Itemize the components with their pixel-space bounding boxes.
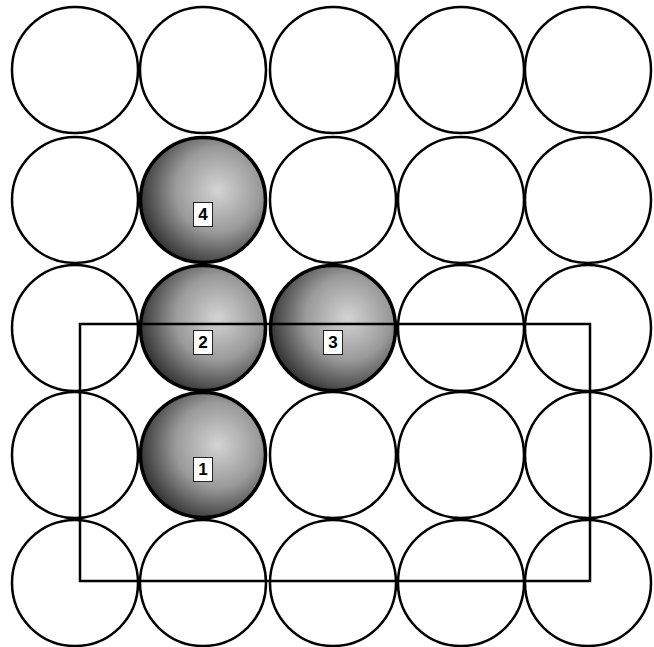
- atom-shape: [140, 265, 266, 391]
- atom-circle: [140, 392, 266, 518]
- atom-circle: [525, 7, 651, 133]
- atom-circle: [140, 137, 266, 263]
- atom-number: 1: [193, 457, 212, 482]
- atom-shape: [140, 137, 266, 263]
- atom-shape: [140, 392, 266, 518]
- shaded-atom: 2: [140, 265, 266, 391]
- atom-circle: [525, 265, 651, 391]
- atom-circle: [525, 392, 651, 518]
- atom-circle: [270, 392, 396, 518]
- atom-number: 3: [323, 330, 342, 355]
- atom-circle: [398, 7, 524, 133]
- atom-circle: [270, 7, 396, 133]
- atom-number: 2: [193, 330, 212, 355]
- shaded-circle: [141, 266, 265, 390]
- atom-circle: [525, 520, 651, 646]
- shaded-atom: 1: [140, 392, 266, 518]
- shaded-circle: [141, 138, 265, 262]
- atom-circle: [270, 520, 396, 646]
- atom-circle: [398, 520, 524, 646]
- shaded-circle: [271, 266, 395, 390]
- atom-circle: [398, 265, 524, 391]
- atom-circle: [140, 7, 266, 133]
- atom-circle: [12, 137, 138, 263]
- shaded-atom: 3: [270, 265, 396, 391]
- shaded-atom: 4: [140, 137, 266, 263]
- atom-circle: [12, 265, 138, 391]
- atom-circle: [398, 137, 524, 263]
- atom-circle: [270, 137, 396, 263]
- atom-circle: [140, 265, 266, 391]
- shaded-circle: [141, 393, 265, 517]
- atom-shape: [270, 265, 396, 391]
- atom-circle: [12, 520, 138, 646]
- atom-circle: [525, 137, 651, 263]
- atom-circle: [140, 520, 266, 646]
- atom-number: 4: [193, 202, 212, 227]
- atom-circle: [398, 392, 524, 518]
- atom-circle: [270, 265, 396, 391]
- atom-circle: [12, 7, 138, 133]
- atom-circle: [12, 392, 138, 518]
